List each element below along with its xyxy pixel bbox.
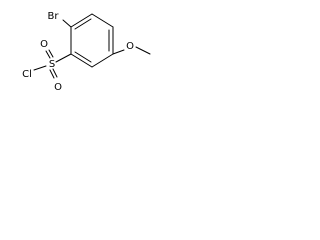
atom-bromine: Br xyxy=(48,11,60,22)
benzene-ring xyxy=(70,13,114,68)
ring-double-bond-inner-2 xyxy=(74,51,92,63)
bond-o-methyl xyxy=(135,46,151,55)
ring-bond-c5-c6 xyxy=(91,13,114,28)
atom-oxygen-bottom: O xyxy=(54,82,62,93)
atom-oxygen-top: O xyxy=(40,39,48,50)
atom-sulfur: S xyxy=(49,59,55,70)
atom-chlorine: Cl xyxy=(22,69,32,80)
bond-c1-br xyxy=(62,19,72,28)
atom-oxygen-methoxy: O xyxy=(126,41,134,52)
bond-s-o-bottom-b xyxy=(52,68,58,78)
bond-s-o-top-a xyxy=(45,50,51,59)
ring-bond-c6-c1 xyxy=(70,13,93,28)
bond-s-o-top-b xyxy=(48,49,54,58)
ring-bond-c3-c4 xyxy=(91,53,114,68)
bond-s-cl xyxy=(33,65,47,71)
structure-diagram: Br S O O Cl O xyxy=(22,11,151,93)
bond-s-o-bottom-a xyxy=(49,69,55,79)
bond-c4-o xyxy=(112,49,125,55)
ring-bond-c2-c3 xyxy=(70,53,93,68)
bond-c2-s xyxy=(55,53,72,63)
ring-double-bond-inner-1 xyxy=(74,18,92,30)
